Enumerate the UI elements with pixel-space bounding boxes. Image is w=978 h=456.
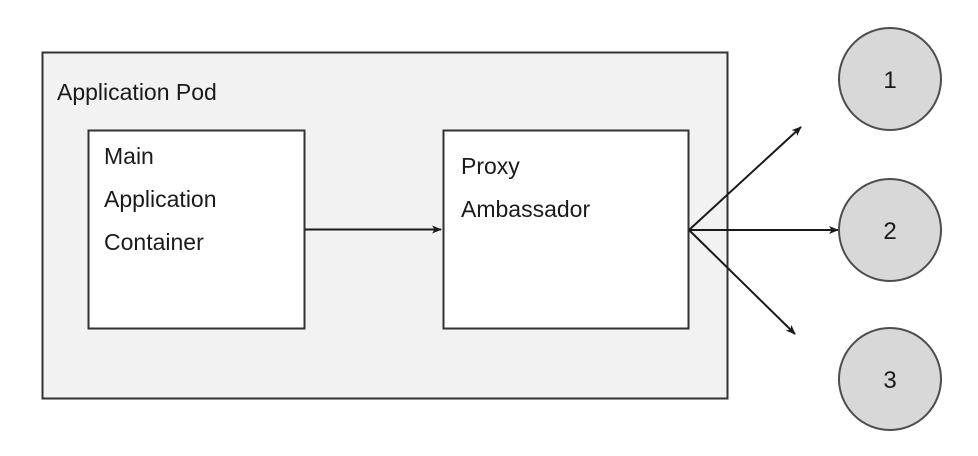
proxy-to-endpoint-1-arrow xyxy=(688,126,802,231)
main-application-container-label-line-1: Main xyxy=(104,143,154,169)
endpoint-3-label: 3 xyxy=(883,367,896,394)
endpoint-2-label: 2 xyxy=(883,218,896,245)
endpoint-3-circle[interactable] xyxy=(838,327,942,431)
main-application-container-label-line-3: Container xyxy=(104,229,204,255)
main-application-container-box[interactable] xyxy=(87,129,306,330)
main-application-container-label-line-2: Application xyxy=(104,186,217,212)
endpoint-1-label: 1 xyxy=(883,67,896,94)
endpoint-1-circle[interactable] xyxy=(838,27,942,131)
proxy-ambassador-label-line-1: Proxy xyxy=(461,153,520,179)
endpoint-2-circle[interactable] xyxy=(838,178,942,282)
proxy-ambassador-label-line-2: Ambassador xyxy=(461,196,590,222)
proxy-ambassador-container-box[interactable] xyxy=(442,129,690,330)
application-pod-label: Application Pod xyxy=(57,79,217,105)
proxy-to-endpoint-3-arrow xyxy=(688,229,796,335)
